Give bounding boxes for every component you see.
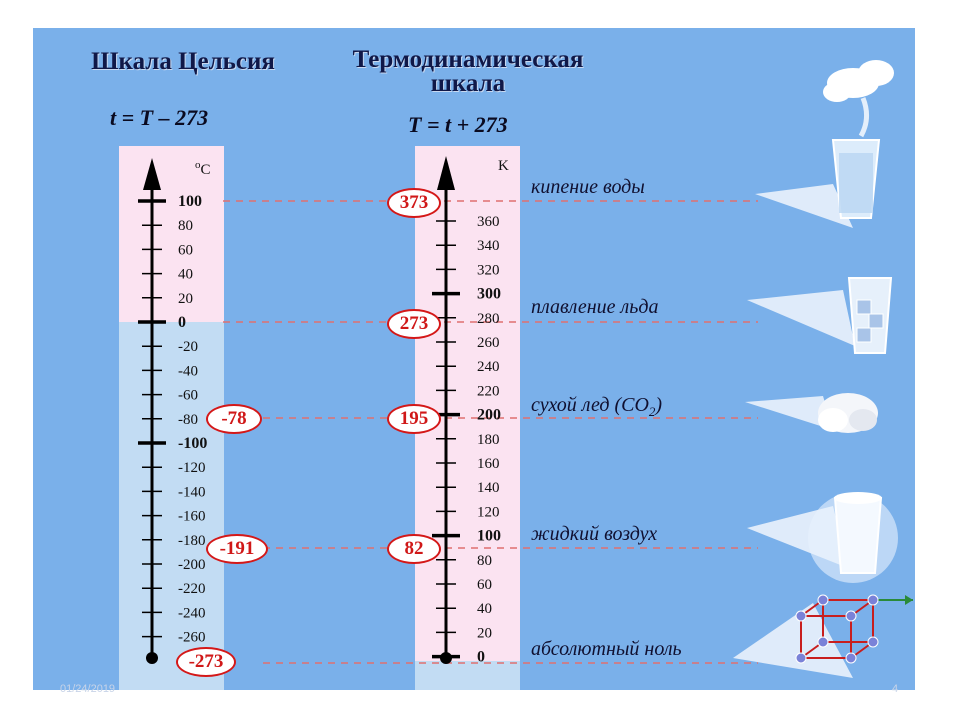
liquid-air-glass-icon — [808, 492, 898, 583]
celsius-tick-label--240: -240 — [178, 605, 206, 621]
celsius-unit: oC — [195, 159, 211, 178]
kelvin-tick-label-200: 200 — [477, 407, 501, 424]
label-dry-ice-sub: 2 — [648, 404, 656, 419]
celsius-tick-label--60: -60 — [178, 388, 198, 404]
celsius-tick-label--40: -40 — [178, 363, 198, 379]
kelvin-marker-195: 195 — [387, 404, 441, 434]
celsius-tick-label-80: 80 — [178, 218, 193, 234]
footer-date: 01/24/2019 — [60, 683, 116, 695]
label-melting: плавление льда — [531, 296, 659, 318]
celsius-tick-label--100: -100 — [178, 435, 207, 452]
footer-page: 4 — [892, 683, 899, 695]
celsius-tick-label--180: -180 — [178, 533, 206, 549]
kelvin-heading-line1: Термодинамическая — [352, 46, 584, 73]
celsius-axis-arrow — [143, 158, 161, 190]
crystal-lattice-icon — [795, 594, 913, 664]
kelvin-tick-label-0: 0 — [477, 649, 485, 666]
kelvin-tick-label-240: 240 — [477, 359, 500, 375]
kelvin-axis-arrow — [437, 156, 455, 190]
kelvin-tick-label-140: 140 — [477, 480, 500, 496]
celsius-tick-label--120: -120 — [178, 460, 206, 476]
celsius-tick-label-0: 0 — [178, 314, 186, 331]
label-boiling: кипение воды — [531, 176, 645, 198]
celsius-tick-label-20: 20 — [178, 291, 193, 307]
beam-dry-ice — [745, 396, 833, 430]
label-dry-ice: сухой лед (CO2) — [531, 394, 662, 420]
celsius-heading: Шкала Цельсия — [91, 48, 275, 75]
kelvin-tick-label-120: 120 — [477, 504, 500, 520]
celsius-cold-zone — [119, 322, 224, 690]
ice-glass-icon — [847, 277, 893, 354]
kelvin-tick-label-60: 60 — [477, 577, 492, 593]
kelvin-cold-zone — [415, 661, 520, 690]
label-liquid-air: жидкий воздух — [531, 523, 658, 545]
kelvin-tick-label-160: 160 — [477, 456, 500, 472]
beam-boiling — [755, 184, 853, 228]
kelvin-marker-82: 82 — [387, 534, 441, 564]
kelvin-formula: T = t + 273 — [408, 112, 508, 137]
celsius-tick-label-100: 100 — [178, 193, 202, 210]
slide: Шкала Цельсия Термодинамическая шкала t … — [33, 28, 915, 690]
scales-drawing: oC 100806040200-20-40-60-80-100-120-140-… — [138, 60, 913, 678]
kelvin-tick-label-180: 180 — [477, 432, 500, 448]
celsius-tick-label-40: 40 — [178, 267, 193, 283]
kelvin-tick-label-40: 40 — [477, 601, 492, 617]
kelvin-unit: K — [498, 158, 509, 174]
dry-ice-icon — [818, 393, 878, 433]
kelvin-tick-label-20: 20 — [477, 625, 492, 641]
celsius-tick-label--220: -220 — [178, 581, 206, 597]
beam-melting — [747, 290, 855, 346]
beam-zero — [733, 603, 853, 678]
label-dry-ice-text: сухой лед (CO — [531, 394, 649, 416]
kelvin-tick-label-280: 280 — [477, 311, 500, 327]
celsius-tick-label--200: -200 — [178, 557, 206, 573]
label-absolute-zero: абсолютный ноль — [531, 638, 682, 660]
celsius-axis-dot — [146, 652, 158, 664]
celsius-tick-label--260: -260 — [178, 630, 206, 646]
label-dry-ice-end: ) — [655, 394, 663, 416]
kelvin-tick-label-360: 360 — [477, 214, 500, 230]
kelvin-warm-zone — [415, 146, 520, 661]
kelvin-tick-label-300: 300 — [477, 286, 501, 303]
celsius-tick-label-60: 60 — [178, 242, 193, 258]
boiling-water-glass-icon — [823, 60, 894, 219]
celsius-tick-label--140: -140 — [178, 484, 206, 500]
kelvin-heading: Термодинамическая шкала — [328, 46, 608, 97]
kelvin-marker-273: 273 — [387, 309, 441, 339]
celsius-marker-minus273: -273 — [176, 647, 236, 677]
kelvin-heading-line2: шкала — [430, 70, 506, 97]
kelvin-tick-label-340: 340 — [477, 238, 500, 254]
kelvin-tick-label-320: 320 — [477, 262, 500, 278]
celsius-formula: t = T – 273 — [110, 105, 209, 130]
kelvin-marker-373: 373 — [387, 188, 441, 218]
celsius-tick-label--80: -80 — [178, 412, 198, 428]
kelvin-tick-label-220: 220 — [477, 383, 500, 399]
kelvin-tick-label-80: 80 — [477, 553, 492, 569]
celsius-marker-minus78: -78 — [206, 404, 262, 434]
celsius-warm-zone — [119, 146, 224, 322]
celsius-tick-label--20: -20 — [178, 339, 198, 355]
kelvin-tick-label-100: 100 — [477, 528, 501, 545]
celsius-marker-minus191: -191 — [206, 534, 268, 564]
kelvin-tick-label-260: 260 — [477, 335, 500, 351]
celsius-tick-label--160: -160 — [178, 509, 206, 525]
